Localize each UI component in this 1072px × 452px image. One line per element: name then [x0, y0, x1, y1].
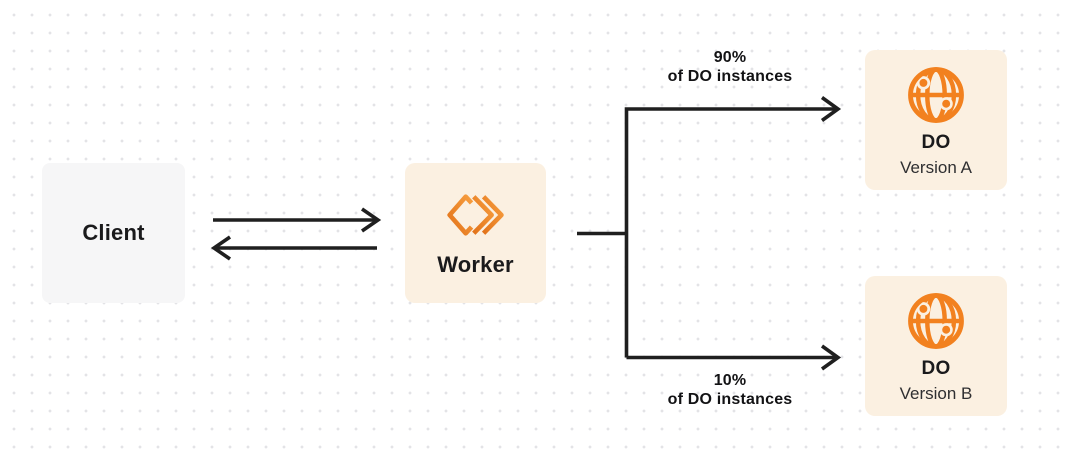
do-a-subtitle: Version A — [900, 158, 972, 177]
arrowhead-right-top — [360, 207, 382, 233]
do-b-subtitle: Version B — [899, 384, 973, 403]
arrowhead-do-a — [820, 96, 842, 122]
arrowhead-do-b — [820, 344, 842, 371]
do-version-b-node: DO Version B — [865, 276, 1007, 416]
do-b-title: DO — [921, 358, 951, 379]
bottom-branch-caption: of DO instances — [667, 391, 793, 408]
bottom-branch-label: 10% of DO instances — [620, 371, 840, 409]
client-node-label: Client — [82, 220, 145, 245]
top-branch-caption: of DO instances — [667, 68, 793, 85]
worker-node-label: Worker — [437, 251, 514, 277]
worker-node: Worker — [405, 163, 546, 303]
do-a-title: DO — [921, 132, 951, 153]
top-branch-label: 90% of DO instances — [620, 48, 840, 86]
globe-icon — [905, 64, 967, 126]
workers-chevrons-icon — [446, 191, 505, 239]
bottom-branch-percent: 10% — [713, 372, 747, 389]
globe-icon — [905, 290, 967, 352]
client-node: Client — [42, 163, 185, 303]
top-branch-percent: 90% — [713, 49, 747, 66]
do-version-a-node: DO Version A — [865, 50, 1007, 190]
fork-top-branch-line — [624, 107, 838, 358]
arrowhead-left — [210, 235, 232, 261]
